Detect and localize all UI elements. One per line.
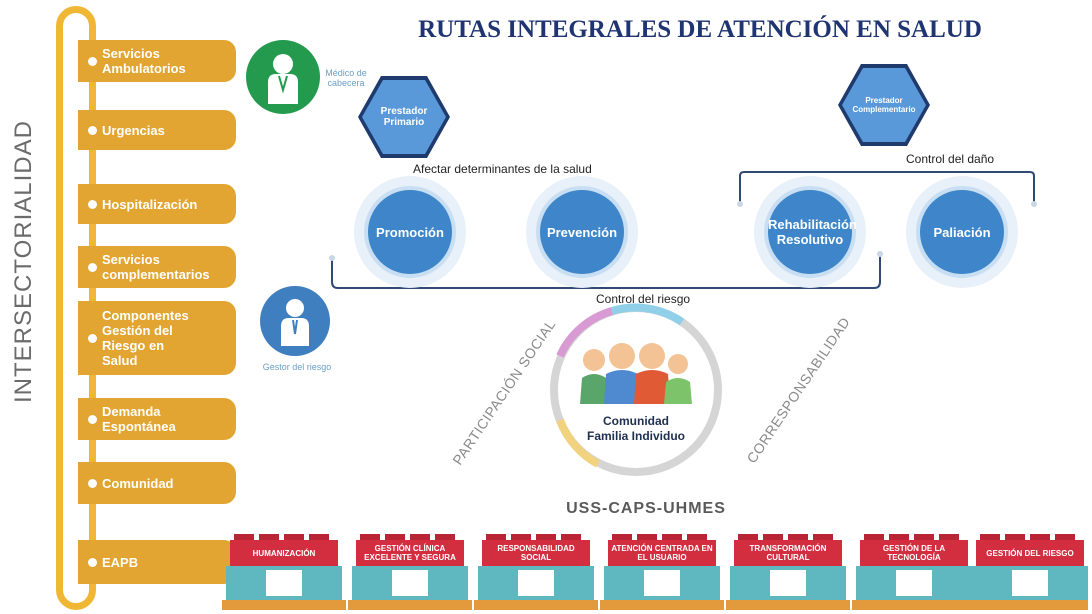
doctor-caption: Médico de cabecera [325,68,367,88]
block-gestion-riesgo: GESTIÓN DEL RIESGO [968,534,1088,610]
stage-prevencion: Prevención [536,186,628,278]
manager-caption: Gestor del riesgo [262,362,332,372]
center-label: Comunidad Familia Individuo [586,414,685,443]
bullet-icon [88,125,97,135]
nav-item-componentes-gestion[interactable]: Componentes Gestión del Riesgo en Salud [78,301,236,375]
stage-rehabilitacion: Rehabilitación Resolutivo [764,186,857,278]
block-label: RESPONSABILIDAD SOCIAL [482,540,590,566]
nav-label: EAPB [102,554,139,570]
nav-label: Hospitalización [102,196,198,212]
provider-complementary-label: Prestador Complementario [852,96,916,114]
determinants-label: Afectar determinantes de la salud [413,162,592,176]
stage-label: Prevención [546,224,618,240]
block-label: HUMANIZACIÓN [230,540,338,566]
nav-item-urgencias[interactable]: Urgencias [78,110,236,150]
nav-label: Servicios complementarios [102,252,210,282]
nav-label: Demanda Espontánea [102,404,176,434]
nav-item-eapb[interactable]: EAPB [78,540,236,584]
nav-item-servicios-ambulatorios[interactable]: Servicios Ambulatorios [78,40,236,82]
block-gestion-clinica: GESTIÓN CLÍNICA EXCELENTE Y SEGURA [348,534,472,610]
bullet-icon [88,199,97,209]
block-responsabilidad-social: RESPONSABILIDAD SOCIAL [474,534,598,610]
block-label: ATENCIÓN CENTRADA EN EL USUARIO [608,540,716,566]
uss-label: USS-CAPS-UHMES [566,500,726,517]
nav-label: Componentes Gestión del Riesgo en Salud [102,308,189,368]
stage-label: Paliación [933,224,991,240]
block-label: GESTIÓN DEL RIESGO [976,540,1084,566]
manager-icon [260,286,330,356]
nav-item-servicios-complementarios[interactable]: Servicios complementarios [78,246,236,288]
stage-label: Promoción [376,224,444,240]
block-label: GESTIÓN CLÍNICA EXCELENTE Y SEGURA [356,540,464,566]
page-title: RUTAS INTEGRALES DE ATENCIÓN EN SALUD [418,16,982,43]
provider-primary-label: Prestador Primario [380,106,428,128]
block-label: GESTIÓN DE LA TECNOLOGÍA [860,540,968,566]
stage-label: Rehabilitación Resolutivo [768,217,857,247]
nav-item-hospitalizacion[interactable]: Hospitalización [78,184,236,224]
family-icon [576,340,696,404]
nav-label: Urgencias [102,122,165,138]
block-transformacion-cultural: TRANSFORMACIÓN CULTURAL [726,534,850,610]
nav-label: Servicios Ambulatorios [102,46,186,76]
bullet-icon [88,262,97,272]
risk-control-label: Control del riesgo [596,292,691,306]
bullet-icon [88,478,97,488]
stage-paliacion: Paliación [916,186,1008,278]
block-gestion-tecnologia: GESTIÓN DE LA TECNOLOGÍA [852,534,976,610]
doctor-icon [246,40,320,114]
bullet-icon [88,333,97,343]
bullet-icon [88,414,97,424]
block-atencion-centrada: ATENCIÓN CENTRADA EN EL USUARIO [600,534,724,610]
nav-item-comunidad[interactable]: Comunidad [78,462,236,504]
stage-promocion: Promoción [364,186,456,278]
bullet-icon [88,557,97,567]
nav-item-demanda-espontanea[interactable]: Demanda Espontánea [78,398,236,440]
block-label: TRANSFORMACIÓN CULTURAL [734,540,842,566]
damage-control-label: Control del daño [906,152,995,166]
bullet-icon [88,56,97,66]
nav-label: Comunidad [102,475,174,491]
block-humanizacion: HUMANIZACIÓN [222,534,346,610]
